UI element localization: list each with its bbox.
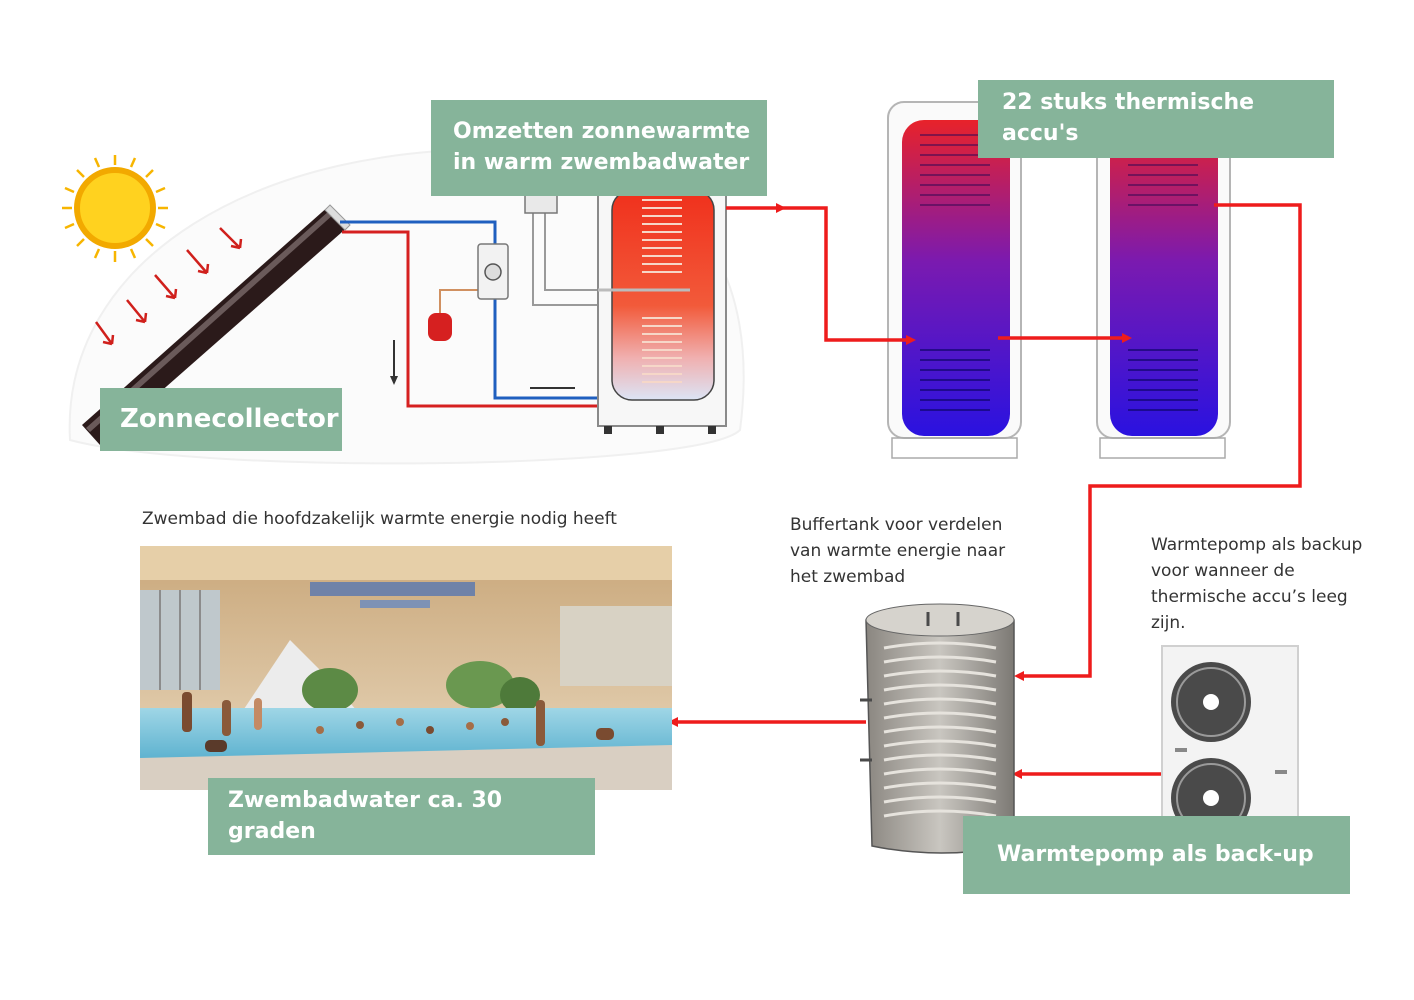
expansion-vessel	[428, 313, 452, 341]
pool-visitors	[182, 692, 614, 752]
label-zonnecollector: Zonnecollector	[100, 388, 342, 451]
label-warmtepomp-backup: Warmtepomp als back-up	[963, 816, 1350, 894]
solar-boiler-tank	[597, 181, 727, 434]
label-zwembadwater: Zwembadwater ca. 30 graden	[208, 778, 595, 855]
flow-direction-arrow-head	[390, 376, 398, 385]
heat-pump-unit	[1161, 645, 1299, 847]
sun-ray-arrows	[94, 227, 243, 346]
caption-zwembad: Zwembad die hoofdzakelijk warmte energie…	[142, 509, 617, 529]
flow-into-accu-1	[782, 206, 916, 345]
thermal-accu-tank-2	[1096, 101, 1231, 459]
buffer-tank	[860, 603, 1015, 854]
caption-warmtepomp: Warmtepomp als backup voor wanneer de th…	[1151, 535, 1363, 633]
label-omzetten-zonnewarmte: Omzetten zonnewarmte in warm zwembadwate…	[431, 100, 767, 196]
pump-icon	[484, 263, 502, 281]
solar-collector-panel	[82, 204, 351, 445]
solar-loop-pipes	[340, 195, 612, 408]
sun-icon	[62, 155, 168, 262]
flow-accu-2-to-buffer	[1014, 203, 1302, 681]
heat-flow-arrows	[668, 203, 1302, 779]
label-thermische-accus: 22 stuks thermische accu's	[978, 80, 1334, 158]
swimming-pool-image	[140, 546, 672, 790]
caption-buffertank: Buffertank voor verdelen van warmte ener…	[790, 515, 1006, 587]
solar-controller	[524, 194, 558, 214]
thermal-accu-tank-1	[887, 101, 1022, 459]
